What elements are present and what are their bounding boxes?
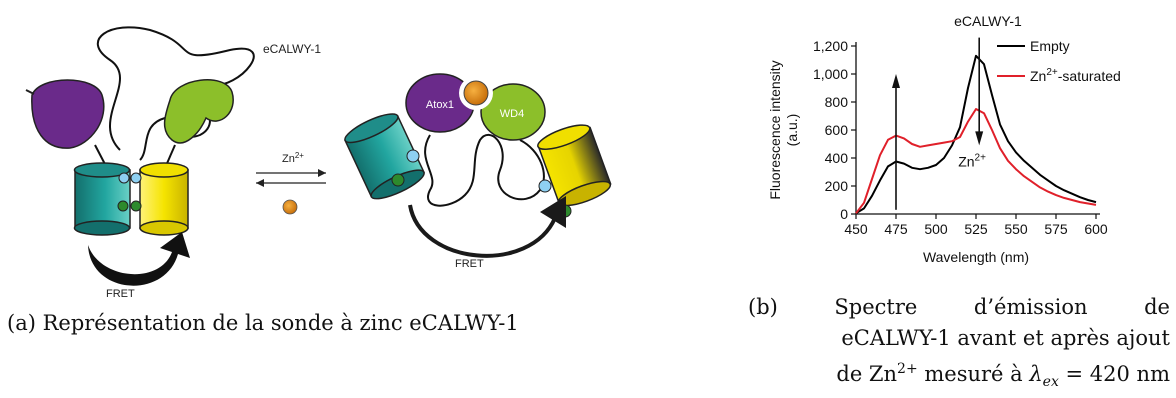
emission-spectrum-chart: eCALWY-1 0 200 400 600 800 1,000 1,200 450 475 5…	[767, 13, 1121, 265]
atox1-label: Atox1	[426, 99, 454, 111]
y-tick-label: 400	[825, 150, 849, 166]
wd4-domain-left	[163, 79, 234, 144]
wd4-domain-right	[480, 83, 546, 141]
yfp-cylinder-left	[139, 162, 189, 236]
caption-b: (b) Spectre d’émission de eCALWY-1 avant…	[748, 292, 1170, 398]
caption-b-word: Spectre	[834, 295, 918, 319]
zinc-ion-bound	[463, 80, 489, 106]
x-tick-label: 525	[964, 221, 988, 237]
cfp-cylinder-right	[344, 113, 425, 200]
zn-label: Zn2+	[282, 151, 304, 165]
fret-label-right: FRET	[455, 258, 484, 270]
x-tick-label: 450	[844, 221, 868, 237]
cys-dot	[538, 179, 552, 193]
arrow-down-head	[975, 131, 984, 146]
x-tick-label: 575	[1044, 221, 1068, 237]
caption-b-line1: (b) Spectre d’émission de	[748, 292, 1170, 323]
cys-dot	[130, 172, 142, 184]
atox1-domain-left	[31, 79, 105, 149]
caption-b-word: de	[1144, 295, 1170, 319]
chart-axes	[851, 42, 1100, 219]
arrow-up-head	[892, 74, 900, 88]
cys-dot	[118, 172, 130, 184]
fret-label-left: FRET	[106, 288, 135, 300]
x-tick-labels: 450 475 500 525 550 575 600	[844, 221, 1108, 237]
sensor-zinc-bound-state: Atox1 WD4 FRET	[344, 73, 612, 270]
x-tick-label: 600	[1084, 221, 1108, 237]
y-tick-labels: 0 200 400 600 800 1,000 1,200	[813, 38, 848, 222]
caption-b-line3: de Zn2+ mesuré à λex = 420 nm	[836, 361, 1170, 391]
caption-b-word: (b)	[748, 295, 778, 319]
zn-annotation: Zn2+	[958, 152, 986, 169]
linker-loop-right	[424, 133, 545, 207]
y-tick-label: 0	[840, 206, 848, 222]
caption-b-line2: eCALWY-1 avant et après ajout	[841, 326, 1170, 350]
chart-title: eCALWY-1	[954, 13, 1022, 29]
legend-label-zn: Zn2+-saturated	[1030, 67, 1121, 84]
mutation-dot	[391, 173, 405, 187]
y-tick-label: 200	[825, 178, 849, 194]
fret-arrow-left	[88, 232, 190, 286]
x-tick-label: 550	[1004, 221, 1028, 237]
mutation-dot	[130, 200, 142, 212]
mutation-dot	[117, 200, 129, 212]
legend-label-empty: Empty	[1030, 38, 1070, 54]
x-tick-label: 500	[924, 221, 948, 237]
chart-annotations: Zn2+	[892, 37, 986, 210]
fret-arc-right	[408, 204, 557, 258]
x-axis-label: Wavelength (nm)	[923, 249, 1029, 265]
sensor-schematic: eCALWY-1 FRET Zn2+	[25, 26, 612, 300]
cys-dot	[406, 149, 420, 163]
yfp-cylinder-right	[537, 124, 612, 207]
y-tick-label: 1,000	[813, 66, 848, 82]
chart-legend: Empty Zn2+-saturated	[997, 38, 1121, 84]
zn-equilibrium: Zn2+	[256, 151, 326, 215]
caption-a: (a) Représentation de la sonde à zinc eC…	[7, 311, 519, 335]
figure-a-title: eCALWY-1	[263, 42, 321, 56]
zinc-ion-free	[282, 199, 298, 215]
y-tick-label: 1,200	[813, 38, 848, 54]
y-tick-label: 800	[825, 94, 849, 110]
y-tick-label: 600	[825, 122, 849, 138]
y-axis-label: Fluorescence intensity(a.u.)	[767, 60, 800, 199]
wd4-label: WD4	[500, 108, 524, 120]
sensor-closed-state: FRET	[25, 26, 255, 300]
caption-b-word: d’émission	[973, 295, 1088, 319]
x-tick-label: 475	[884, 221, 908, 237]
